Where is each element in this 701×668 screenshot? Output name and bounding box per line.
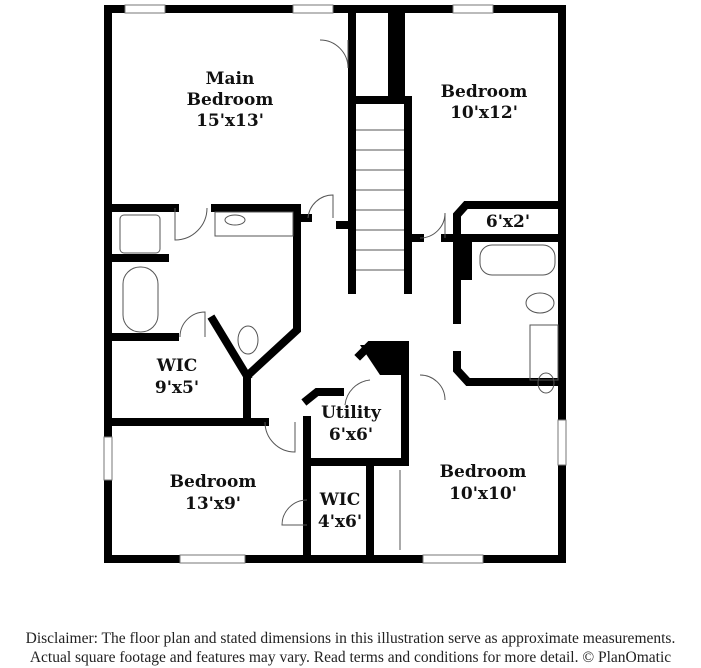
label-bedroom-ne-size: 10'x12' <box>450 103 518 123</box>
wall-toilet <box>207 314 253 382</box>
label-wic-main: WIC <box>156 356 198 376</box>
wall-utility-corner <box>301 388 344 406</box>
chimney-block <box>388 13 405 100</box>
stair-treads <box>356 129 404 271</box>
disclaimer-line-2: Actual square footage and features may v… <box>29 649 672 666</box>
door-utility[interactable] <box>344 379 371 406</box>
wall-closet-ne <box>453 201 562 242</box>
label-wic-small-size: 4'x6' <box>318 512 362 532</box>
vanity-icon <box>214 211 294 237</box>
door-wic-small[interactable] <box>281 499 308 526</box>
label-closet-ne-size: 6'x2' <box>486 212 530 232</box>
door-linen[interactable] <box>319 39 349 69</box>
door-master-bath[interactable] <box>174 207 208 241</box>
bathtub-icon <box>122 266 159 333</box>
shower-icon <box>119 214 161 254</box>
label-bedroom-ne: Bedroom <box>441 82 528 102</box>
wall-wic-small <box>303 458 374 559</box>
disclaimer-line-1: Disclaimer: The floor plan and stated di… <box>25 630 676 647</box>
fixtures <box>119 211 559 550</box>
toilet-icon <box>237 325 259 355</box>
vanity-ne-icon <box>529 324 559 381</box>
sink-icon <box>224 214 246 226</box>
wall-bath-right <box>243 204 301 422</box>
label-wic-main-size: 9'x5' <box>155 378 199 398</box>
door-bedroom-sw[interactable] <box>264 421 296 453</box>
windows <box>103 4 567 564</box>
toilet-ne-icon <box>525 292 555 314</box>
floor-plan: Main Bedroom 15'x13' Bedroom 10'x12' 6'x… <box>103 4 567 564</box>
doors[interactable] <box>174 39 446 526</box>
label-main-bedroom-size: 15'x13' <box>196 111 264 131</box>
wall-bath-ne <box>453 234 562 386</box>
bathtub-ne-icon <box>479 244 556 276</box>
door-wic[interactable] <box>179 311 206 338</box>
bath-block <box>457 242 472 280</box>
label-main-bedroom-2: Bedroom <box>187 90 274 110</box>
door-bedroom-se[interactable] <box>419 374 446 401</box>
utility-block <box>360 345 405 375</box>
exterior-wall <box>104 5 566 563</box>
door-main-bedroom[interactable] <box>307 194 334 219</box>
door-bedroom-ne[interactable] <box>419 212 446 239</box>
label-main-bedroom-1: Main <box>206 69 255 89</box>
wall-stairs <box>348 96 412 294</box>
label-bedroom-sw-size: 13'x9' <box>185 494 241 514</box>
label-utility-size: 6'x6' <box>329 425 373 445</box>
wall-stubs <box>336 221 424 242</box>
label-bedroom-se: Bedroom <box>440 462 527 482</box>
walls <box>104 5 566 563</box>
wall-main-bath-top <box>109 204 301 214</box>
label-bedroom-se-size: 10'x10' <box>449 484 517 504</box>
label-bedroom-sw: Bedroom <box>170 472 257 492</box>
label-wic-small: WIC <box>319 490 361 510</box>
sink-ne-icon <box>537 372 555 394</box>
label-utility: Utility <box>321 403 382 423</box>
